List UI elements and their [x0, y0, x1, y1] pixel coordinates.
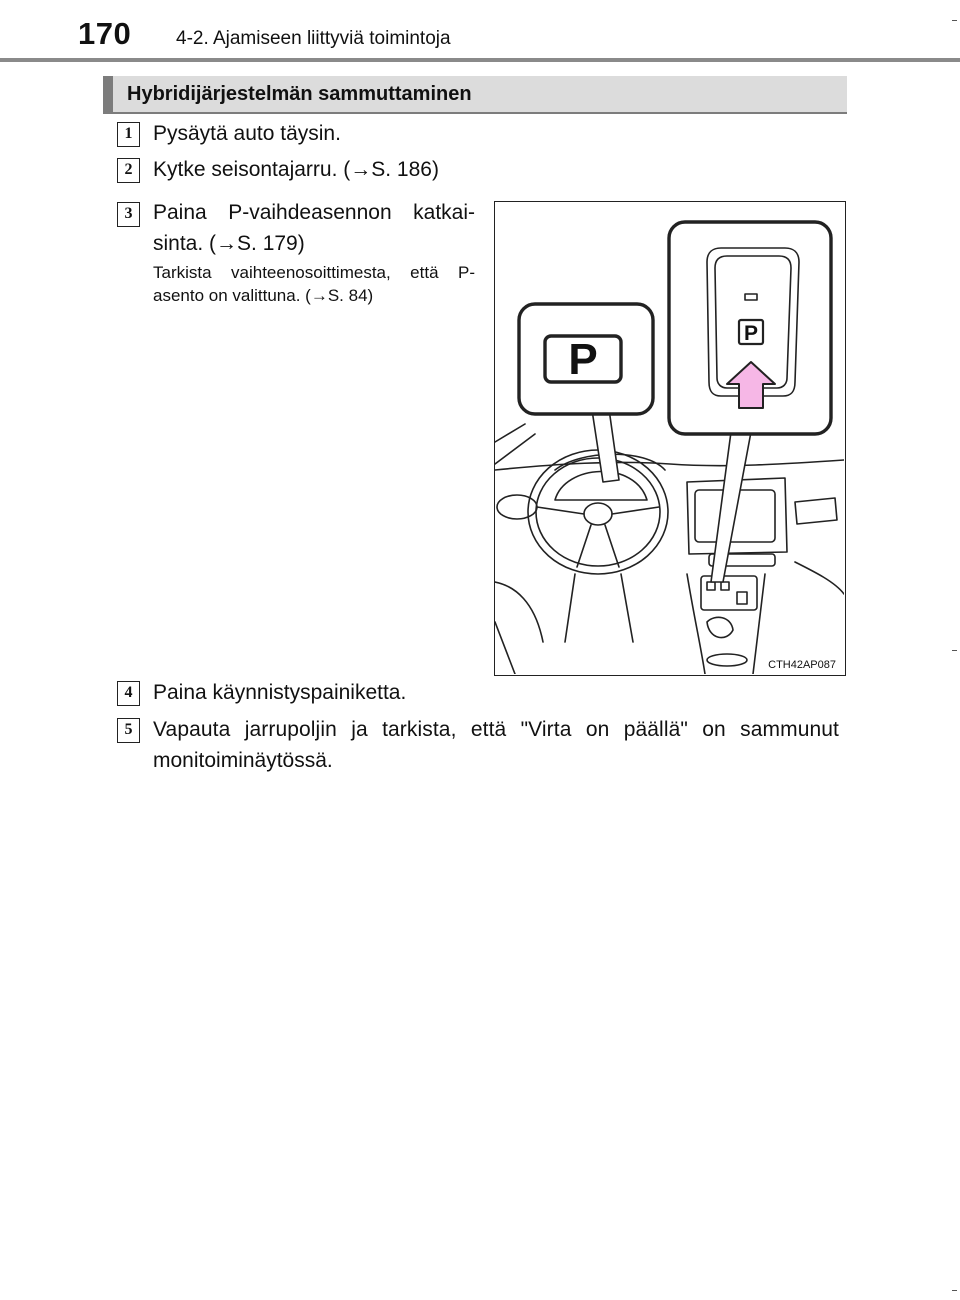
- steering-wheel-inner: [535, 457, 661, 567]
- climate-controls: [708, 553, 776, 567]
- parking-brake-switch: [736, 591, 748, 605]
- section-heading-bar: Hybridijärjestelmän sammuttaminen: [103, 76, 847, 112]
- lower-dash-left: [495, 581, 544, 674]
- push-arrow-icon: [726, 361, 776, 409]
- step-3-note: Tarkista vaihteenosoittimesta, että P-as…: [153, 263, 475, 305]
- header-divider: [0, 58, 960, 62]
- step-4-text: Paina käynnistyspainiketta.: [153, 681, 407, 704]
- step-number-badge: 1: [117, 122, 140, 147]
- p-switch-letter: P: [744, 322, 758, 345]
- steering-wheel-rim: [527, 449, 669, 575]
- crop-mark: [952, 20, 957, 21]
- step-number-badge: 3: [117, 202, 140, 227]
- crop-mark: [952, 650, 957, 651]
- page-number: 170: [78, 16, 132, 51]
- display-p-letter: P: [568, 335, 597, 384]
- shift-p-switch-illustration: P P CTH42AP087: [494, 201, 846, 676]
- p-switch-button: [737, 318, 765, 346]
- step-number-badge: 4: [117, 681, 140, 706]
- mode-switch: [720, 581, 730, 591]
- chapter-title: 4-2. Ajamiseen liittyviä toimintoja: [176, 28, 451, 49]
- step-3-text-line-2: sinta. (→S. 179): [153, 232, 305, 255]
- switch-panel-inner: [714, 255, 792, 389]
- section-divider: [103, 112, 847, 114]
- step-1-text: Pysäytä auto täysin.: [153, 122, 341, 145]
- left-air-vent: [496, 494, 538, 520]
- shift-panel: [700, 575, 758, 611]
- steering-wheel-hub: [583, 502, 613, 526]
- step-5-text-line-1: Vapauta jarrupoljin ja tarkista, että "V…: [153, 718, 839, 741]
- p-switch-small: [706, 581, 716, 591]
- step-3-text-line-1: Paina P-vaihdeasennon katkai-: [153, 201, 475, 224]
- lower-dash-right: [794, 561, 844, 595]
- shift-knob: [706, 616, 734, 639]
- steering-wheel-spokes: [536, 506, 660, 568]
- dashboard-top-contour: [495, 459, 844, 471]
- crop-mark: [952, 1290, 957, 1291]
- section-title: Hybridijärjestelmän sammuttaminen: [127, 83, 472, 105]
- step-number-badge: 5: [117, 718, 140, 743]
- instrument-cluster: [554, 470, 648, 501]
- step-number-badge: 2: [117, 158, 140, 183]
- center-display-frame: [686, 477, 788, 555]
- step-5-text-line-2: monitoiminäytössä.: [153, 749, 333, 772]
- cup-holder: [706, 653, 748, 667]
- right-air-vent: [794, 497, 838, 525]
- step-2-text: Kytke seisontajarru. (→S. 186): [153, 158, 439, 181]
- steering-column: [564, 573, 634, 643]
- center-console: [686, 573, 766, 674]
- display-p-box: [543, 334, 623, 384]
- switch-callout-pointer: [710, 431, 752, 583]
- illustration-code: CTH42AP087: [768, 659, 836, 671]
- dashboard-line-drawing: P P CTH42AP087: [495, 220, 844, 674]
- a-pillar-lines: [495, 423, 536, 465]
- switch-indicator-light: [744, 293, 758, 301]
